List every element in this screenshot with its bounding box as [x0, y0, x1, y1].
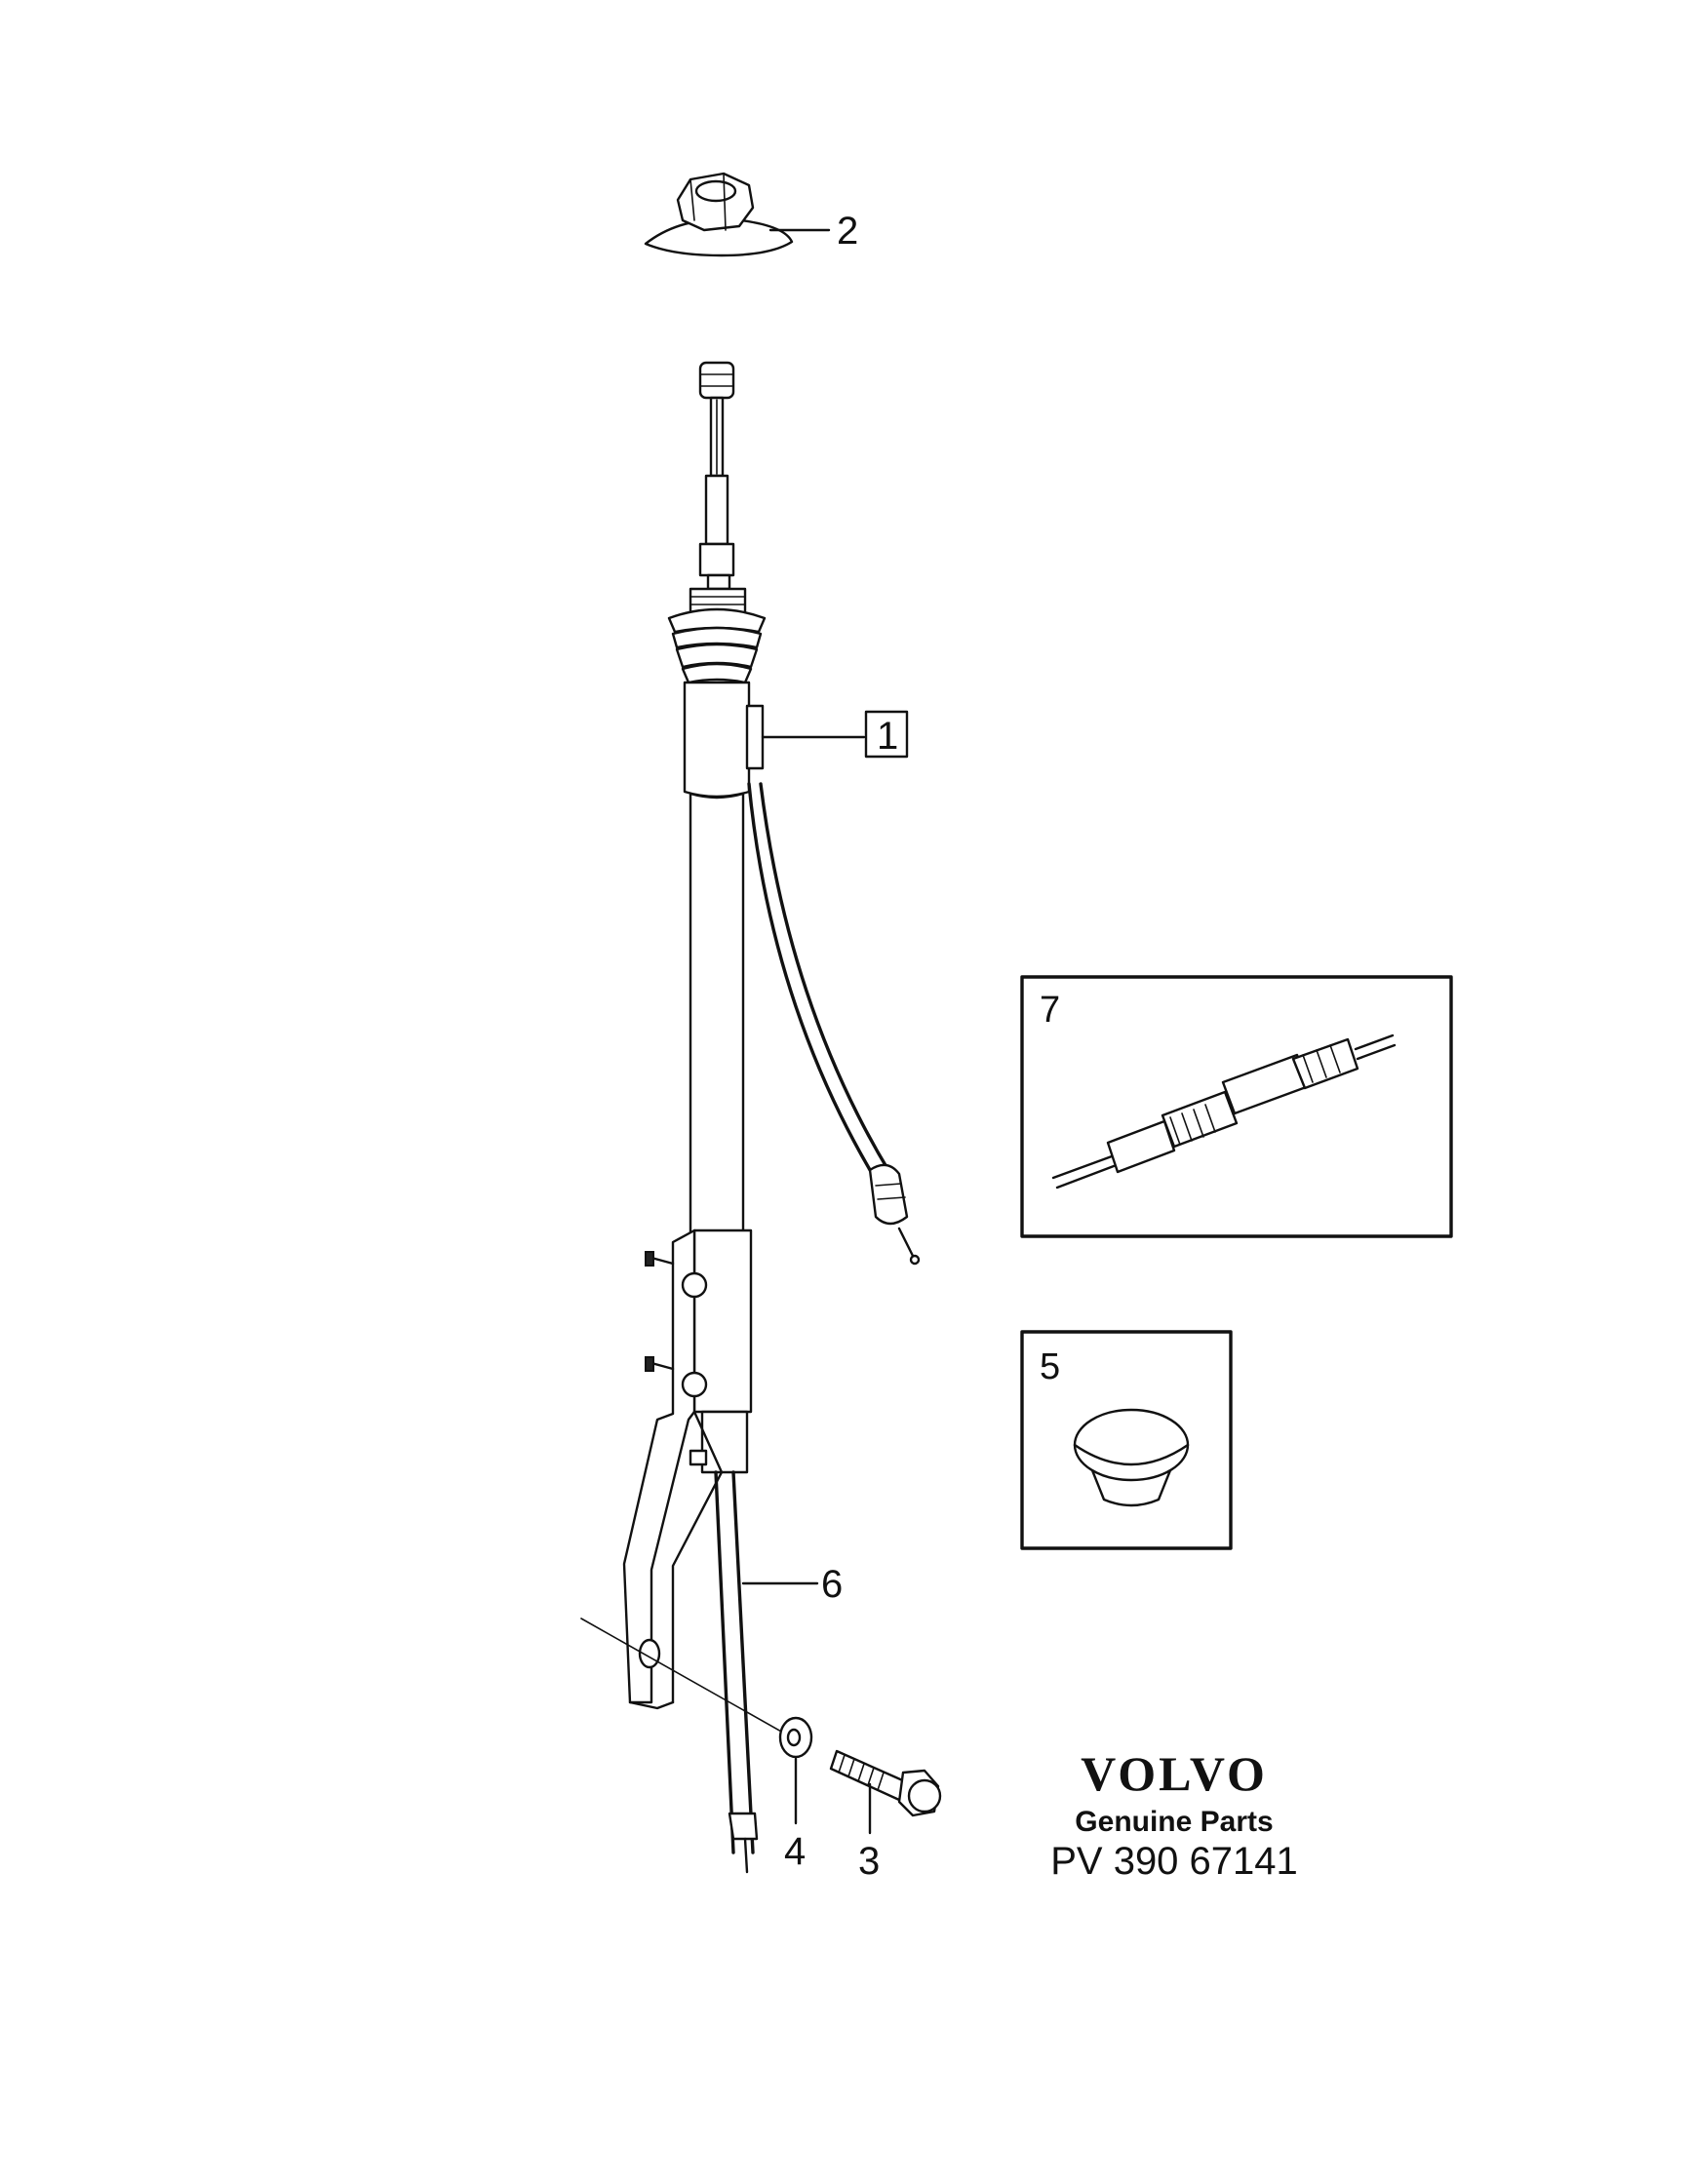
box-label-7: 7 — [1040, 990, 1060, 1031]
antenna-cable — [747, 782, 921, 1266]
callout-label-1: 1 — [877, 715, 898, 758]
rubber-plug-part — [1073, 1408, 1190, 1507]
bolt-axis-line — [580, 1618, 807, 1746]
part-number: PV 390 67141 — [1050, 1840, 1298, 1883]
brand-block: VOLVO Genuine Parts PV 390 67141 — [1050, 1746, 1298, 1883]
callout-label-6: 6 — [821, 1563, 843, 1606]
washer-part — [778, 1716, 813, 1759]
hex-nut-part — [644, 172, 794, 257]
box-label-5: 5 — [1040, 1346, 1060, 1387]
part-5-box: 5 — [1020, 1330, 1233, 1550]
callout-label-4: 4 — [784, 1830, 806, 1873]
callout-box-1 — [864, 710, 909, 759]
mounting-bracket — [622, 1228, 724, 1710]
callout-label-2: 2 — [837, 210, 858, 253]
antenna-adapter-part — [1051, 1034, 1397, 1190]
callout-label-3: 3 — [858, 1840, 880, 1883]
brand-tagline: Genuine Parts — [1075, 1806, 1273, 1838]
part-7-box: 7 — [1020, 975, 1453, 1238]
bolt-part — [829, 1749, 942, 1817]
antenna-mast-assembly — [667, 361, 767, 1874]
brand-logo: VOLVO — [1081, 1746, 1268, 1801]
